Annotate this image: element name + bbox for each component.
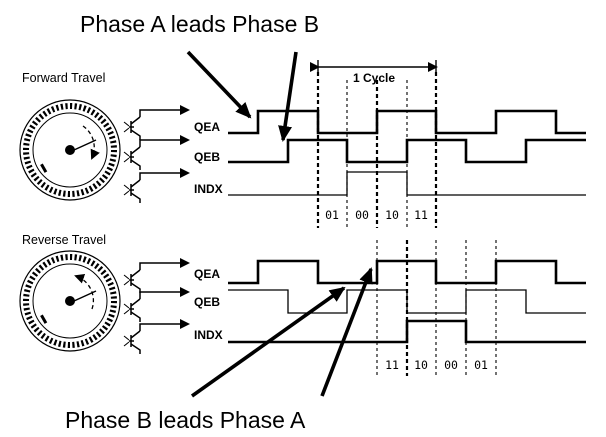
cycle-marker: 1 Cycle xyxy=(310,60,438,86)
sensor-symbols-forward xyxy=(123,105,190,203)
signal-label-qea-reverse: QEA xyxy=(194,267,220,281)
sensor-icon xyxy=(123,258,190,293)
rotation-arrow-icon xyxy=(82,125,100,160)
timing-guides-reverse xyxy=(376,240,497,376)
forward-travel-title: Forward Travel xyxy=(22,71,105,85)
signal-label-indx-forward: INDX xyxy=(194,182,223,196)
cycle-label: 1 Cycle xyxy=(353,71,395,85)
callout-phase-b-leads: Phase B leads Phase A xyxy=(65,407,306,433)
state-label: 11 xyxy=(385,358,399,372)
callout-arrow-qea-reverse xyxy=(320,267,373,397)
state-label: 01 xyxy=(474,358,488,372)
waveform-qeb-reverse xyxy=(228,289,586,314)
state-label: 01 xyxy=(325,208,339,222)
signal-label-qea-forward: QEA xyxy=(194,120,220,134)
timing-guides-forward xyxy=(316,72,438,228)
state-label: 10 xyxy=(414,358,428,372)
state-label: 11 xyxy=(414,208,428,222)
callout-phase-a-leads: Phase A leads Phase B xyxy=(80,11,319,37)
signal-label-qeb-reverse: QEB xyxy=(194,295,220,309)
sensor-symbols-reverse xyxy=(123,258,190,354)
callout-arrow-qeb xyxy=(278,51,298,142)
signal-label-indx-reverse: INDX xyxy=(194,328,223,342)
callout-arrow-qea xyxy=(186,50,252,119)
rotation-arrow-icon xyxy=(74,273,95,310)
state-label: 00 xyxy=(444,358,458,372)
sensor-icon xyxy=(123,168,190,203)
sensor-icon xyxy=(123,287,190,322)
state-label: 00 xyxy=(355,208,369,222)
sensor-icon xyxy=(123,319,190,354)
signal-label-qeb-forward: QEB xyxy=(194,150,220,164)
reverse-travel-title: Reverse Travel xyxy=(22,233,106,247)
state-label: 10 xyxy=(385,208,399,222)
sensor-icon xyxy=(123,105,190,140)
encoder-wheel-forward xyxy=(19,99,121,201)
sensor-icon xyxy=(123,135,190,170)
waveform-qeb-forward xyxy=(228,138,586,164)
encoder-wheel-reverse xyxy=(19,250,121,352)
callout-arrow-qeb-reverse xyxy=(190,286,346,398)
